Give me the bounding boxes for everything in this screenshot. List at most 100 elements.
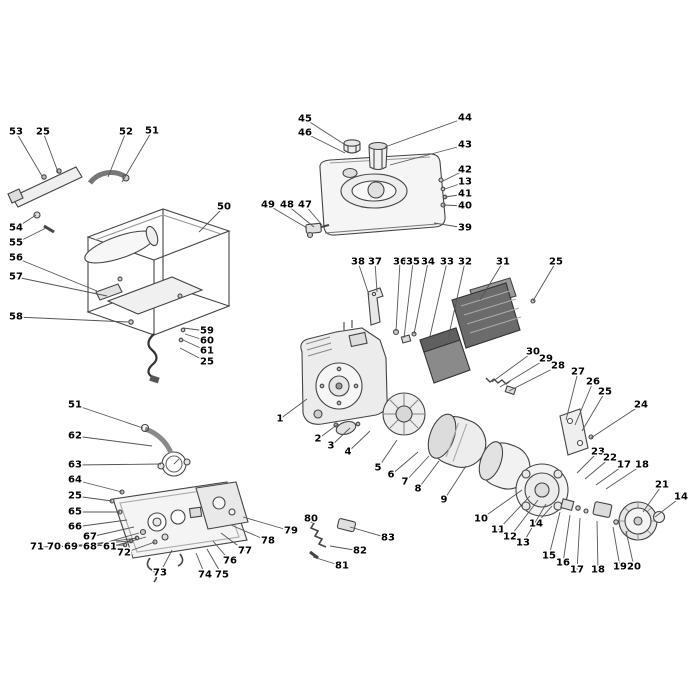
callout-label-25: 25 [200,357,214,368]
leader-line-75 [206,548,223,576]
callout-label-58: 58 [9,312,23,323]
callout-label-62: 62 [68,431,82,442]
panel-wires-drawing [146,553,184,583]
rear-housing-drawing [478,441,531,490]
fuel-cap-drawing [343,139,361,154]
callout-label-74: 74 [198,570,212,581]
leader-line-22 [584,457,611,480]
callout-label-27: 27 [571,367,585,378]
callout-label-25: 25 [549,257,563,268]
callout-label-44: 44 [458,113,472,124]
leader-line-18 [596,520,599,571]
frame-bracket [95,283,123,301]
callout-label-10: 10 [474,514,488,525]
callout-label-83: 83 [381,533,395,544]
leader-line-45 [304,118,348,147]
leader-line-69 [70,537,138,548]
leader-line-11 [497,495,531,531]
leader-line-25 [532,261,557,302]
leader-line-37 [374,261,378,293]
callout-label-23: 23 [591,447,605,458]
leader-line-14 [654,496,682,518]
screw [583,508,589,514]
leader-line-76 [212,540,231,562]
panel-switch [188,506,203,519]
leader-line-13 [444,181,466,190]
fuel-filter-drawing [368,141,388,171]
muffler-cover-drawing [451,277,536,349]
fuel-tank-drawing [319,153,448,236]
diagram-artwork [7,139,666,583]
leader-line-15 [548,511,561,557]
leader-line-67 [89,526,135,538]
leader-line-1 [279,398,308,420]
callout-label-63: 63 [68,460,82,471]
leader-line-17 [576,517,581,571]
callout-label-81: 81 [335,561,349,572]
leader-line-28 [508,365,559,392]
leader-line-79 [242,516,292,532]
leader-line-26 [574,381,594,426]
leader-line-56 [15,257,98,292]
callout-label-32: 32 [458,257,472,268]
leader-line-50 [198,206,225,233]
callout-label-52: 52 [119,127,133,138]
leader-line-24 [590,404,642,439]
leader-line-52 [107,131,127,178]
callout-label-70: 70 [47,542,61,553]
leader-line-42 [442,169,466,182]
callout-label-60: 60 [200,336,214,347]
callout-label-13: 13 [516,538,530,549]
callout-label-5: 5 [375,463,382,474]
frame-bolt [117,276,123,282]
callout-label-50: 50 [217,202,231,213]
gauge-ear [157,462,165,470]
panel-breaker [161,533,169,541]
hose-clamp [140,423,150,433]
leader-line-66 [74,519,128,528]
leader-line-40 [442,204,466,207]
stator-drawing [427,413,487,468]
outlet-socket [170,509,186,525]
leader-line-32 [447,261,466,340]
carb-gasket [400,334,412,344]
leader-line-77 [220,532,246,552]
callout-label-6: 6 [388,470,395,481]
leader-line-13 [522,503,547,544]
fan-wheel-drawing [618,501,666,541]
callout-label-7: 7 [402,477,409,488]
callout-label-12: 12 [503,532,517,543]
leader-line-14 [535,505,553,525]
leader-line-12 [509,499,539,538]
leader-line-18 [605,464,643,490]
callout-label-45: 45 [298,114,312,125]
end-cover-lug [521,501,531,511]
leader-line-73 [159,549,173,574]
oil-cap [313,409,323,419]
leader-line-44 [384,117,466,148]
gauge-ear [183,458,191,466]
leader-line-53 [15,131,43,177]
callout-label-34: 34 [421,257,435,268]
leader-line-83 [349,526,389,539]
fuel-hose-drawing [140,423,174,455]
callout-label-2: 2 [315,434,322,445]
callout-label-75: 75 [215,570,229,581]
leader-line-10 [480,489,523,520]
leader-line-8 [417,460,440,490]
leader-line-62 [74,435,153,447]
tank-boss [367,181,385,199]
leader-line-25 [179,347,208,363]
leader-line-82 [329,545,361,552]
carburetor [348,331,368,348]
end-cover-lug [553,469,563,479]
callout-label-38: 38 [351,257,365,268]
callout-label-21: 21 [655,480,669,491]
callout-label-65: 65 [68,507,82,518]
leader-line-64 [74,479,123,493]
callout-label-43: 43 [458,140,472,151]
callout-label-56: 56 [9,253,23,264]
callout-label-29: 29 [539,354,553,365]
callout-label-80: 80 [304,514,318,525]
